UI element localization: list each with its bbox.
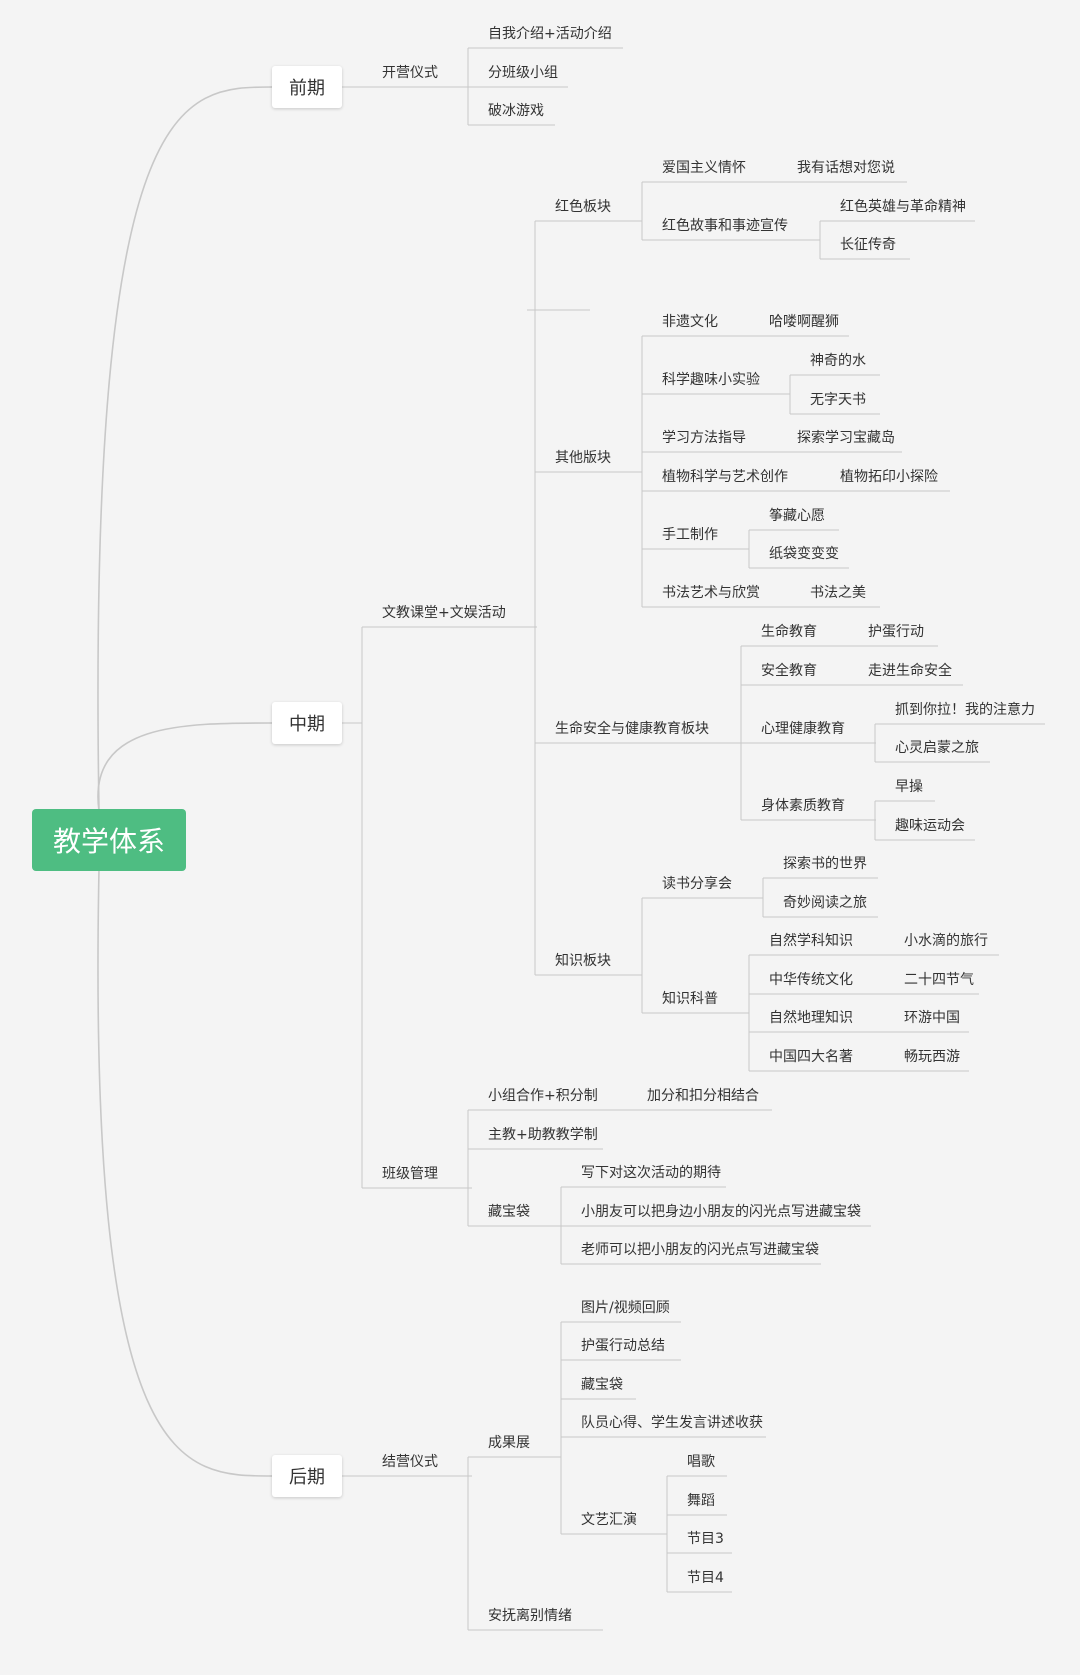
topic-node-qt[interactable]: 其他版块 <box>555 450 611 466</box>
topic-node-zskp[interactable]: 知识科普 <box>662 991 718 1007</box>
topic-node-xl2[interactable]: 心灵启蒙之旅 <box>895 740 979 756</box>
topic-node-xl[interactable]: 心理健康教育 <box>761 721 845 737</box>
topic-node-zr[interactable]: 自然学科知识 <box>769 933 853 949</box>
topic-node-wj[interactable]: 文教课堂+文娱活动 <box>382 605 506 621</box>
topic-node-zw[interactable]: 植物科学与艺术创作 <box>662 469 788 485</box>
topic-node-agzy[interactable]: 爱国主义情怀 <box>662 160 746 176</box>
topic-node-hsgs2[interactable]: 长征传奇 <box>840 237 896 253</box>
topic-node-zr1[interactable]: 小水滴的旅行 <box>904 933 988 949</box>
topic-node-hsgs1[interactable]: 红色英雄与革命精神 <box>840 199 966 215</box>
topic-node-aqjy[interactable]: 安全教育 <box>761 663 817 679</box>
topic-node-cbd3[interactable]: 老师可以把小朋友的闪光点写进藏宝袋 <box>581 1242 819 1258</box>
topic-node-agzy1[interactable]: 我有话想对您说 <box>797 160 895 176</box>
topic-node-kx2[interactable]: 无字天书 <box>810 392 866 408</box>
topic-node-ds[interactable]: 读书分享会 <box>662 876 732 892</box>
topic-node-smjy1[interactable]: 护蛋行动 <box>868 624 924 640</box>
topic-node-sf[interactable]: 书法艺术与欣赏 <box>662 585 760 601</box>
topic-node-dl1[interactable]: 环游中国 <box>904 1010 960 1026</box>
topic-node-mz1[interactable]: 畅玩西游 <box>904 1049 960 1065</box>
topic-node-kyys2[interactable]: 分班级小组 <box>488 65 558 81</box>
topic-node-hs[interactable]: 红色板块 <box>555 199 611 215</box>
topic-node-st2[interactable]: 趣味运动会 <box>895 818 965 834</box>
topic-node-aqjy1[interactable]: 走进生命安全 <box>868 663 952 679</box>
topic-node-sg2[interactable]: 纸袋变变变 <box>769 546 839 562</box>
topic-node-zs[interactable]: 知识板块 <box>555 953 611 969</box>
root-link-p2 <box>97 722 273 812</box>
topic-node-cbd2[interactable]: 小朋友可以把身边小朋友的闪光点写进藏宝袋 <box>581 1204 861 1220</box>
topic-node-wy3[interactable]: 节目3 <box>687 1531 724 1547</box>
topic-node-st[interactable]: 身体素质教育 <box>761 798 845 814</box>
topic-node-wy2[interactable]: 舞蹈 <box>687 1493 715 1509</box>
topic-node-mz[interactable]: 中国四大名著 <box>769 1049 853 1065</box>
topic-node-zw1[interactable]: 植物拓印小探险 <box>840 469 938 485</box>
topic-node-xl1[interactable]: 抓到你拉！我的注意力 <box>895 702 1035 718</box>
topic-node-wyhy[interactable]: 文艺汇演 <box>581 1512 637 1528</box>
topic-node-cgz1[interactable]: 图片/视频回顾 <box>581 1300 670 1316</box>
topic-node-kyys3[interactable]: 破冰游戏 <box>488 103 544 119</box>
topic-node-sg[interactable]: 手工制作 <box>662 527 718 543</box>
topic-node-hsgs[interactable]: 红色故事和事迹宣传 <box>662 218 788 234</box>
root-node[interactable]: 教学体系 <box>32 809 186 871</box>
topic-node-smaq[interactable]: 生命安全与健康教育板块 <box>555 721 709 737</box>
topic-node-jyys[interactable]: 结营仪式 <box>382 1454 438 1470</box>
topic-node-xx1[interactable]: 探索学习宝藏岛 <box>797 430 895 446</box>
topic-node-zj[interactable]: 主教+助教教学制 <box>488 1127 598 1143</box>
topic-node-dl[interactable]: 自然地理知识 <box>769 1010 853 1026</box>
phase-node-p1[interactable]: 前期 <box>272 66 342 108</box>
topic-node-xz[interactable]: 小组合作+积分制 <box>488 1088 598 1104</box>
topic-node-cgz[interactable]: 成果展 <box>488 1435 530 1451</box>
root-link-p1 <box>97 86 273 812</box>
topic-node-cbd1[interactable]: 写下对这次活动的期待 <box>581 1165 721 1181</box>
topic-node-sg1[interactable]: 筝藏心愿 <box>769 508 825 524</box>
phase-node-p2[interactable]: 中期 <box>272 702 342 744</box>
topic-node-xz1[interactable]: 加分和扣分相结合 <box>647 1088 759 1104</box>
topic-node-kx1[interactable]: 神奇的水 <box>810 353 866 369</box>
topic-node-ds1[interactable]: 探索书的世界 <box>783 856 867 872</box>
topic-node-zh1[interactable]: 二十四节气 <box>904 972 974 988</box>
topic-node-cbd[interactable]: 藏宝袋 <box>488 1204 530 1220</box>
topic-node-kx[interactable]: 科学趣味小实验 <box>662 372 760 388</box>
topic-node-wy1[interactable]: 唱歌 <box>687 1454 715 1470</box>
topic-node-xx[interactable]: 学习方法指导 <box>662 430 746 446</box>
topic-node-afl[interactable]: 安抚离别情绪 <box>488 1608 572 1624</box>
topic-node-cgz2[interactable]: 护蛋行动总结 <box>581 1338 665 1354</box>
topic-node-fy1[interactable]: 哈喽啊醒狮 <box>769 314 839 330</box>
topic-node-cgz3[interactable]: 藏宝袋 <box>581 1377 623 1393</box>
phase-node-p3[interactable]: 后期 <box>272 1455 342 1497</box>
topic-node-bjgl[interactable]: 班级管理 <box>382 1166 438 1182</box>
topic-node-sf1[interactable]: 书法之美 <box>810 585 866 601</box>
topic-node-wy4[interactable]: 节目4 <box>687 1570 724 1586</box>
topic-node-fy[interactable]: 非遗文化 <box>662 314 718 330</box>
topic-node-st1[interactable]: 早操 <box>895 779 923 795</box>
topic-node-ds2[interactable]: 奇妙阅读之旅 <box>783 895 867 911</box>
topic-node-smjy[interactable]: 生命教育 <box>761 624 817 640</box>
root-link-p3 <box>97 868 273 1477</box>
topic-node-zh[interactable]: 中华传统文化 <box>769 972 853 988</box>
topic-node-cgz4[interactable]: 队员心得、学生发言讲述收获 <box>581 1415 763 1431</box>
topic-node-kyys1[interactable]: 自我介绍+活动介绍 <box>488 26 612 42</box>
topic-node-kyys[interactable]: 开营仪式 <box>382 65 438 81</box>
